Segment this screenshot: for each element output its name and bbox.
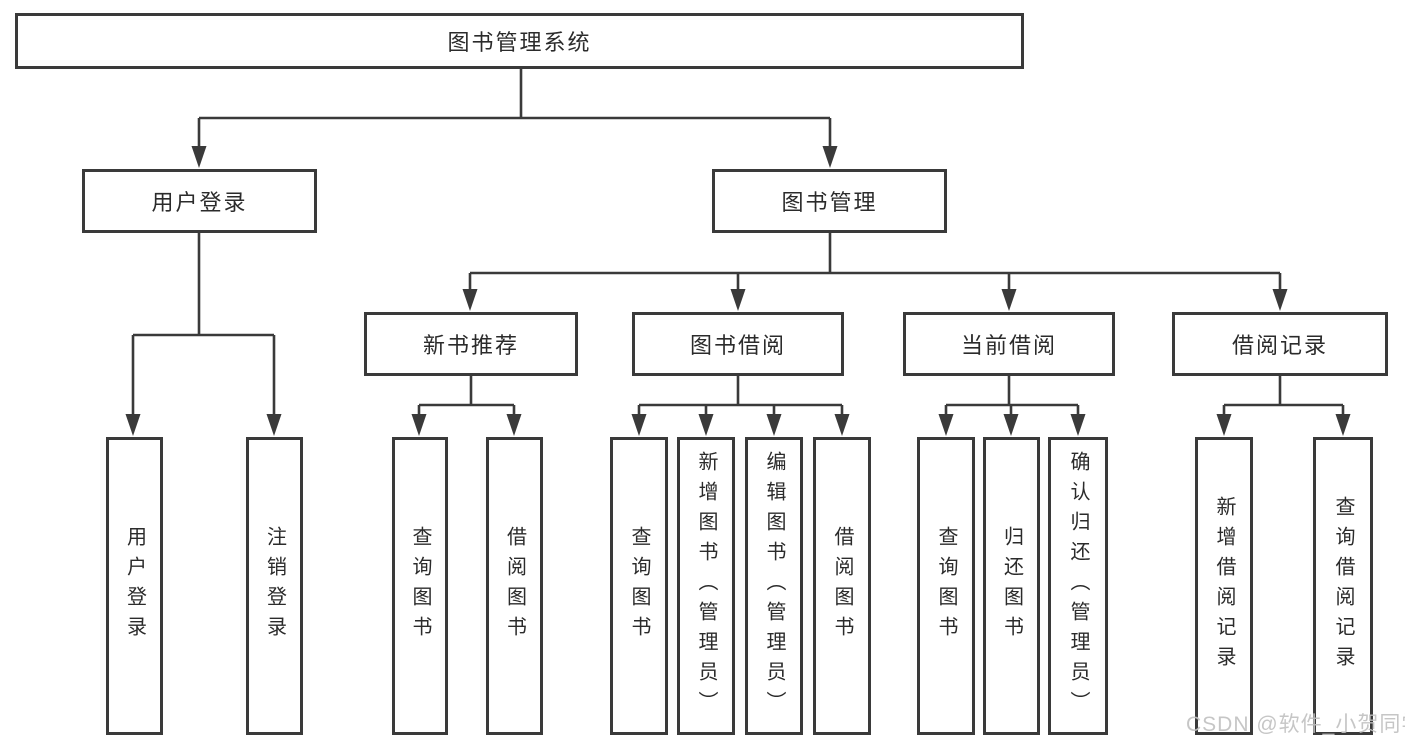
leaf-query-borrow-record: 查询借阅记录 <box>1313 437 1373 735</box>
leaf-label: 编辑图书（管理员） <box>763 451 785 721</box>
leaf-label: 归还图书 <box>1000 526 1023 646</box>
leaf-label: 注销登录 <box>263 526 286 646</box>
node-label: 用户登录 <box>151 190 248 215</box>
connector-lines <box>131 69 1345 420</box>
watermark: CSDN @软件_小贺同学 <box>1186 713 1405 736</box>
leaf-label: 查询图书 <box>628 526 650 646</box>
node-label: 图书管理 <box>781 190 878 215</box>
leaf-query-book: 查询图书 <box>392 437 448 735</box>
node-new-book-recommend: 新书推荐 <box>364 312 578 376</box>
leaf-label: 用户登录 <box>123 526 146 646</box>
node-user-login: 用户登录 <box>82 169 317 233</box>
leaf-add-borrow-record: 新增借阅记录 <box>1195 437 1253 735</box>
leaf-query-book: 查询图书 <box>610 437 668 735</box>
node-label: 当前借阅 <box>960 333 1057 358</box>
leaf-label: 借阅图书 <box>831 526 853 646</box>
node-current-borrow: 当前借阅 <box>903 312 1115 376</box>
leaf-edit-book-admin: 编辑图书（管理员） <box>745 437 803 735</box>
leaf-borrow-book: 借阅图书 <box>813 437 871 735</box>
leaf-logout: 注销登录 <box>246 437 303 735</box>
leaf-label: 新增图书（管理员） <box>695 451 717 721</box>
node-book-management: 图书管理 <box>712 169 947 233</box>
leaf-label: 查询图书 <box>409 526 431 646</box>
leaf-add-book-admin: 新增图书（管理员） <box>677 437 735 735</box>
node-library-system: 图书管理系统 <box>15 13 1024 69</box>
leaf-user-login: 用户登录 <box>106 437 163 735</box>
node-label: 新书推荐 <box>422 333 519 358</box>
leaf-borrow-book: 借阅图书 <box>486 437 543 735</box>
node-label: 图书管理系统 <box>447 30 592 55</box>
leaf-label: 查询图书 <box>935 526 957 646</box>
leaf-label: 借阅图书 <box>503 526 526 646</box>
leaf-return-book: 归还图书 <box>983 437 1040 735</box>
leaf-label: 查询借阅记录 <box>1332 496 1354 676</box>
node-book-borrow: 图书借阅 <box>632 312 844 376</box>
leaf-label: 确认归还（管理员） <box>1067 451 1089 721</box>
leaf-label: 新增借阅记录 <box>1213 496 1235 676</box>
arrowheads <box>125 146 1351 436</box>
leaf-query-book: 查询图书 <box>917 437 975 735</box>
node-label: 借阅记录 <box>1231 333 1328 358</box>
node-borrow-record: 借阅记录 <box>1172 312 1388 376</box>
leaf-confirm-return-admin: 确认归还（管理员） <box>1048 437 1108 735</box>
node-label: 图书借阅 <box>689 333 786 358</box>
